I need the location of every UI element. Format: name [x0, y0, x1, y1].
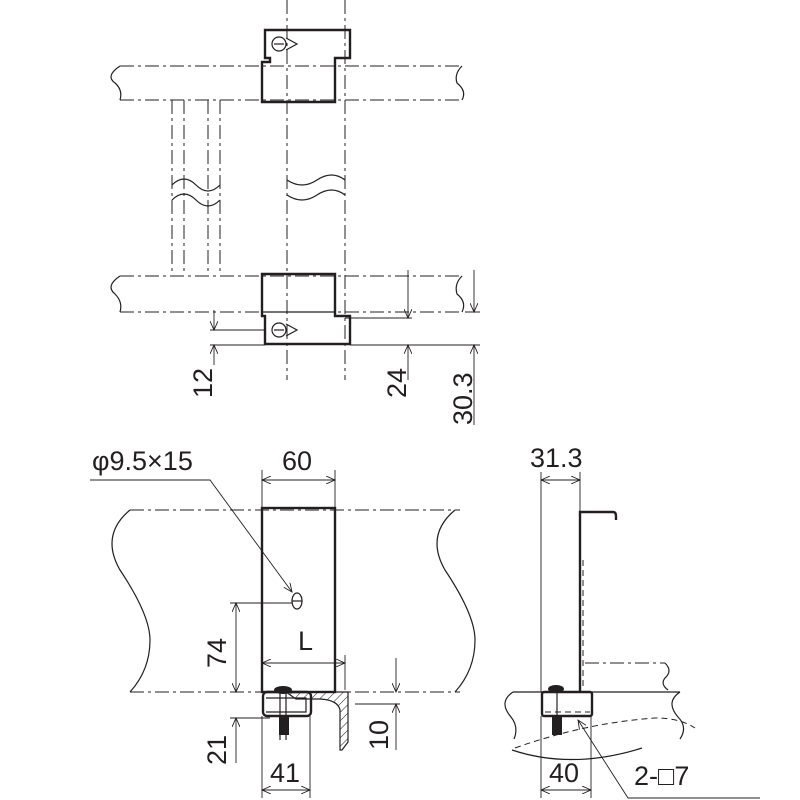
- dim-30-3-label: 30.3: [448, 372, 478, 425]
- square-hole-callout-label: 2-□7: [634, 761, 689, 791]
- bracket-plate: [260, 506, 337, 694]
- dim-L-label: L: [298, 626, 313, 656]
- dim-41-label: 41: [270, 758, 300, 788]
- dim-60-label: 60: [282, 446, 312, 476]
- front-view: φ9.5×15 60 74 L 21 41 10: [90, 446, 476, 798]
- dim-74-label: 74: [202, 638, 232, 668]
- hook-bracket: [578, 510, 618, 692]
- dim-24-label: 24: [382, 368, 412, 398]
- side-view: 31.3 40 2-□7: [504, 443, 760, 799]
- clamp-block: [540, 690, 594, 718]
- top-view: 12 24 30.3: [110, 0, 480, 425]
- dim-31-3-label: 31.3: [530, 443, 583, 473]
- dim-21-label: 21: [202, 735, 232, 765]
- dim-40-label: 40: [549, 758, 579, 788]
- vertical-pipe: [286, 0, 346, 380]
- side-pipes: [171, 100, 221, 275]
- dim-12-label: 12: [188, 368, 218, 398]
- hole-callout-label: φ9.5×15: [92, 446, 193, 476]
- top-rail: [110, 65, 465, 101]
- bottom-bracket: [260, 272, 352, 346]
- dim-10-label: 10: [364, 720, 394, 750]
- top-bracket: [260, 28, 352, 104]
